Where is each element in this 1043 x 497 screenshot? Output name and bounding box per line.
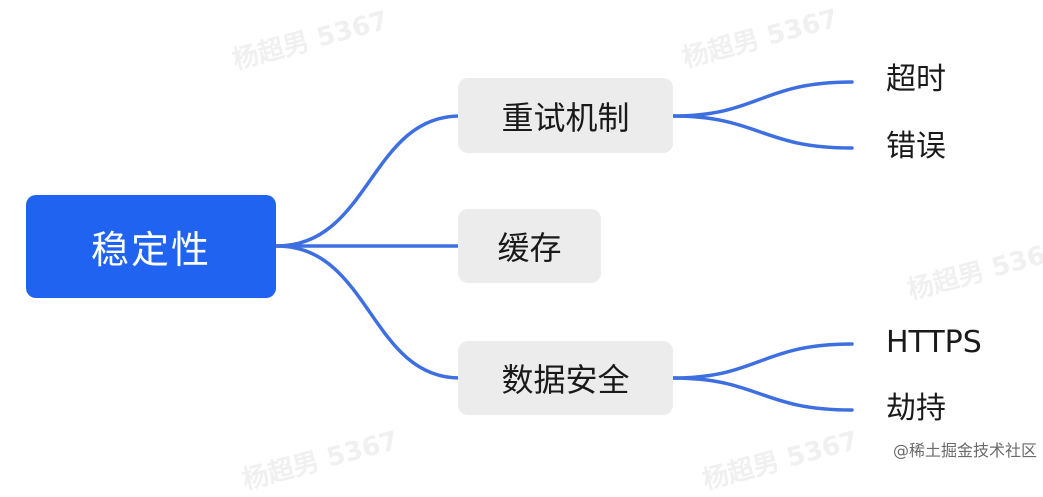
- root-node-label: 稳定性: [90, 228, 211, 272]
- connector-lines: [275, 80, 854, 412]
- leaf-node-error[interactable]: 错误: [886, 129, 946, 164]
- connector-retry-error: [670, 114, 854, 150]
- branch-node-security[interactable]: 数据安全: [458, 341, 673, 415]
- root-node[interactable]: 稳定性: [26, 195, 276, 298]
- leaf-node-https[interactable]: HTTPS: [886, 325, 982, 360]
- mind-map: 杨超男 5367 杨超男 5367 杨超男 5367 杨超男 5367 杨超男 …: [26, 4, 1043, 496]
- connector-root-retry: [275, 114, 462, 248]
- branch-node-label: 数据安全: [501, 361, 630, 399]
- connector-security-https: [670, 342, 854, 380]
- connector-security-hijack: [670, 376, 854, 412]
- branch-node-label: 缓存: [497, 229, 562, 267]
- branch-node-retry[interactable]: 重试机制: [458, 78, 673, 153]
- leaf-node-hijack[interactable]: 劫持: [886, 391, 946, 426]
- branch-node-label: 重试机制: [501, 98, 630, 137]
- connector-root-security: [275, 244, 462, 380]
- connector-retry-timeout: [670, 80, 854, 118]
- credit-text: @稀土掘金技术社区: [892, 441, 1037, 460]
- branch-node-cache[interactable]: 缓存: [458, 209, 601, 283]
- leaf-node-timeout[interactable]: 超时: [886, 62, 946, 97]
